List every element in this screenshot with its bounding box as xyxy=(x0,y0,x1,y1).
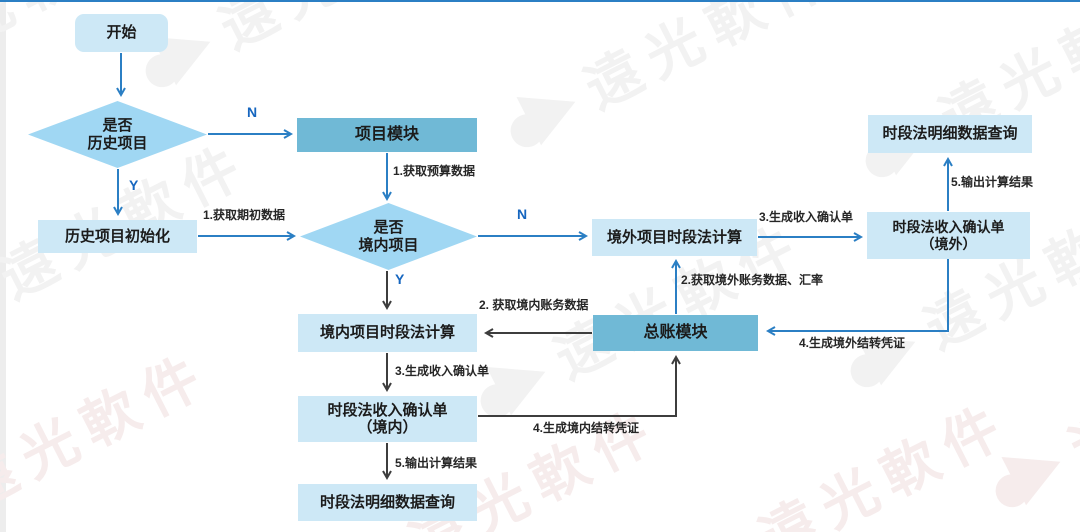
node-period-detail-query-overseas: 时段法明细数据查询 xyxy=(868,115,1032,153)
node-domestic-period-calc: 境内项目时段法计算 xyxy=(298,314,477,352)
node-project-module: 项目模块 xyxy=(297,118,477,152)
edge-label-get-initial-data: 1.获取期初数据 xyxy=(203,208,286,222)
branch-label-yes-domestic: Y xyxy=(395,271,405,287)
edge-label-gen-overseas-voucher: 4.生成境外结转凭证 xyxy=(799,336,906,350)
edge-label-gen-domestic-voucher: 4.生成境内结转凭证 xyxy=(533,421,640,435)
edge-label-get-domestic-ledger-data: 2. 获取境内账务数据 xyxy=(479,298,589,312)
edge-label-output-result-overseas: 5.输出计算结果 xyxy=(951,175,1034,189)
node-overseas-period-calc: 境外项目时段法计算 xyxy=(592,219,757,256)
edge-label-get-overseas-ledger-data: 2.获取境外账务数据、汇率 xyxy=(681,273,824,287)
node-income-confirm-overseas: 时段法收入确认单 （境外） xyxy=(867,212,1030,259)
branch-label-no-history: N xyxy=(247,104,258,120)
branch-label-no-domestic: N xyxy=(517,206,528,222)
edge-label-get-budget-data: 1.获取预算数据 xyxy=(393,164,476,178)
edge-label-gen-income-confirm-domestic: 3.生成收入确认单 xyxy=(395,364,490,378)
node-start: 开始 xyxy=(75,14,168,52)
node-income-confirm-domestic: 时段法收入确认单 （境内） xyxy=(298,396,477,442)
branch-label-yes-history: Y xyxy=(129,177,139,193)
node-general-ledger-module: 总账模块 xyxy=(593,315,758,351)
node-history-project-init: 历史项目初始化 xyxy=(38,220,197,253)
left-edge-strip xyxy=(0,0,6,532)
node-period-detail-query-domestic: 时段法明细数据查询 xyxy=(298,484,477,521)
top-border-line xyxy=(0,0,1080,2)
edge-label-gen-income-confirm-overseas: 3.生成收入确认单 xyxy=(759,210,854,224)
edge-label-output-result-domestic: 5.输出计算结果 xyxy=(395,456,478,470)
